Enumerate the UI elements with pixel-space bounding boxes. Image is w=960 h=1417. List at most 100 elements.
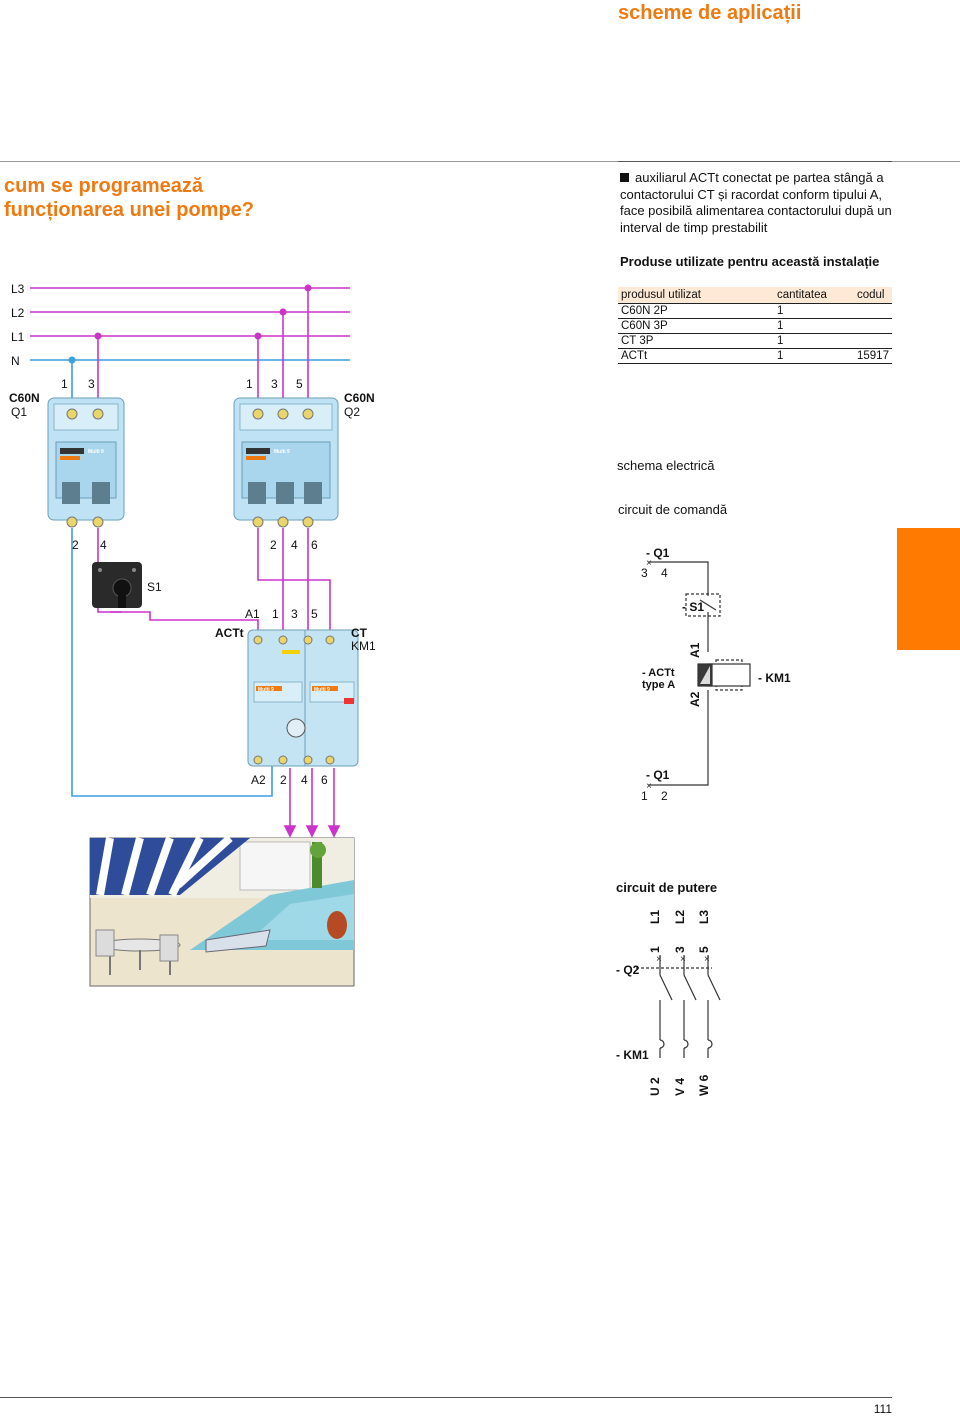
s1-schematic-label: - S1 bbox=[682, 600, 705, 614]
header-divider bbox=[0, 161, 960, 162]
power-circuit-title: circuit de putere bbox=[616, 880, 718, 895]
table-cell: 1 bbox=[774, 348, 854, 364]
brand-label: Multi 9 bbox=[314, 687, 330, 693]
svg-text:×: × bbox=[646, 558, 652, 569]
table-cell: ACTt bbox=[618, 348, 774, 364]
table-cell bbox=[854, 303, 892, 319]
page-number: 111 bbox=[873, 1402, 892, 1416]
products-table: produsul utilizat cantitatea codul C60N … bbox=[618, 287, 892, 364]
table-cell bbox=[854, 318, 892, 334]
table-row: ACTt 1 15917 bbox=[618, 348, 892, 364]
table-cell: 1 bbox=[774, 318, 854, 334]
km1-bottom-terminal: 6 bbox=[321, 773, 328, 787]
km1-top-terminal: 5 bbox=[311, 607, 318, 621]
a1-label: A1 bbox=[688, 642, 702, 658]
q2-top-terminal: 5 bbox=[296, 377, 303, 391]
km1-bottom-terminal: A2 bbox=[251, 773, 266, 787]
km1-top-terminal: 1 bbox=[272, 607, 279, 621]
section-title: cum se programează funcționarea unei pom… bbox=[4, 175, 255, 221]
products-title: Produse utilizate pentru această instala… bbox=[620, 254, 880, 269]
footer-divider bbox=[0, 1397, 892, 1398]
q1-contact-label: - Q1 bbox=[646, 546, 670, 560]
q1-bottom-terminal: 4 bbox=[100, 538, 107, 552]
schema-title: schema electrică bbox=[617, 458, 715, 473]
a2-label: A2 bbox=[688, 691, 702, 707]
ct-model-label: CT bbox=[351, 626, 367, 640]
svg-text:×: × bbox=[656, 954, 662, 965]
q1-contact-pin: 3 bbox=[641, 566, 648, 580]
q2-ref-label: Q2 bbox=[344, 405, 361, 419]
orange-tab-marker bbox=[897, 528, 960, 650]
km1-bottom-terminal: 4 bbox=[301, 773, 308, 787]
svg-text:×: × bbox=[646, 781, 652, 792]
switch-s1-label: S1 bbox=[147, 580, 162, 594]
table-row: CT 3P 1 bbox=[618, 333, 892, 349]
ct-ref-label: KM1 bbox=[351, 639, 376, 653]
table-header-row: produsul utilizat cantitatea codul bbox=[618, 287, 892, 304]
power-phase-label: L2 bbox=[673, 909, 687, 924]
actt-label: ACTt bbox=[215, 626, 244, 640]
km1-top-terminal: 3 bbox=[291, 607, 298, 621]
actt-type-label: type A bbox=[642, 679, 676, 691]
power-circuit-schematic bbox=[636, 955, 721, 1058]
table-cell: CT 3P bbox=[618, 333, 774, 349]
command-circuit-schematic: × × bbox=[646, 558, 751, 792]
q1-contact-label: - Q1 bbox=[646, 768, 670, 782]
km1-top-terminal: A1 bbox=[245, 607, 260, 621]
brand-label: Multi 9 bbox=[88, 449, 104, 455]
output-terminal-label: V 4 bbox=[673, 1077, 687, 1096]
q1-contact-pin: 2 bbox=[661, 789, 668, 803]
intro-divider bbox=[618, 161, 892, 162]
actt-schematic-label: - ACTt bbox=[642, 667, 675, 679]
phase-label-l1: L1 bbox=[11, 330, 25, 344]
q1-contact-pin: 4 bbox=[661, 566, 668, 580]
power-phase-label: L3 bbox=[697, 909, 711, 924]
q2-bottom-terminal: 6 bbox=[311, 538, 318, 552]
output-terminal-label: W 6 bbox=[697, 1074, 711, 1096]
q2-schematic-label: - Q2 bbox=[616, 963, 640, 977]
phase-label-l3: L3 bbox=[11, 282, 25, 296]
bullet-square-icon bbox=[620, 173, 629, 182]
q2-bottom-terminal: 2 bbox=[270, 538, 277, 552]
table-cell: 1 bbox=[774, 333, 854, 349]
phase-bus-lines bbox=[30, 287, 350, 337]
breaker-q1-illustration bbox=[47, 397, 125, 528]
intro-paragraph: auxiliarul ACTt conectat pe partea stâng… bbox=[620, 170, 892, 236]
q1-top-terminal: 3 bbox=[88, 377, 95, 391]
q2-pin-label: 5 bbox=[697, 946, 711, 953]
q2-top-terminal: 1 bbox=[246, 377, 253, 391]
table-row: C60N 3P 1 bbox=[618, 318, 892, 334]
pool-scene-illustration bbox=[89, 835, 355, 987]
brand-label: Multi 9 bbox=[274, 449, 290, 455]
command-circuit-title: circuit de comandă bbox=[618, 502, 728, 517]
km1-schematic-label: - KM1 bbox=[758, 671, 791, 685]
table-cell: 1 bbox=[774, 303, 854, 319]
column-header: produsul utilizat bbox=[618, 287, 774, 304]
q2-model-label: C60N bbox=[344, 391, 375, 405]
q1-bottom-terminal: 2 bbox=[72, 538, 79, 552]
km1-bottom-terminal: 2 bbox=[280, 773, 287, 787]
q1-top-terminal: 1 bbox=[61, 377, 68, 391]
column-header: codul bbox=[854, 287, 892, 304]
switch-s1-illustration bbox=[92, 562, 142, 608]
q2-top-terminal: 3 bbox=[271, 377, 278, 391]
table-cell: 15917 bbox=[854, 348, 892, 364]
intro-text: auxiliarul ACTt conectat pe partea stâng… bbox=[620, 170, 892, 235]
breaker-q2-illustration bbox=[233, 397, 339, 528]
contactor-illustration bbox=[247, 629, 359, 767]
q1-ref-label: Q1 bbox=[11, 405, 28, 419]
svg-text:×: × bbox=[680, 954, 686, 965]
table-row: C60N 2P 1 bbox=[618, 303, 892, 319]
table-cell: C60N 2P bbox=[618, 303, 774, 319]
q2-bottom-terminal: 4 bbox=[291, 538, 298, 552]
table-cell: C60N 3P bbox=[618, 318, 774, 334]
table-cell bbox=[854, 333, 892, 349]
column-header: cantitatea bbox=[774, 287, 854, 304]
output-terminal-label: U 2 bbox=[648, 1077, 662, 1096]
q2-pin-label: 3 bbox=[673, 946, 687, 953]
phase-label-n: N bbox=[11, 354, 20, 368]
q1-contact-pin: 1 bbox=[641, 789, 648, 803]
phase-label-l2: L2 bbox=[11, 306, 25, 320]
q2-pin-label: 1 bbox=[648, 946, 662, 953]
